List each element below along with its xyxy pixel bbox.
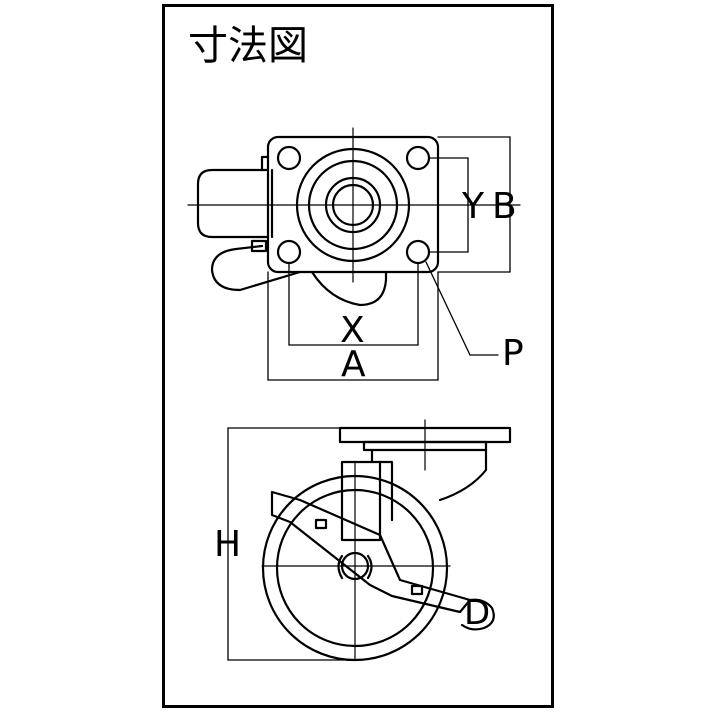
label-h: H — [214, 524, 241, 565]
pedal — [460, 598, 495, 631]
label-b: B — [492, 186, 517, 227]
brake-arm — [270, 490, 472, 614]
label-d: D — [464, 593, 490, 633]
drawing-frame — [162, 4, 554, 708]
label-x: X — [340, 310, 365, 351]
side-housing — [196, 168, 270, 239]
brake-pedal — [310, 270, 388, 307]
lever-loop — [210, 244, 302, 292]
top-view — [187, 127, 521, 381]
bolt-hole-tl — [276, 145, 302, 171]
label-y: Y — [461, 186, 485, 227]
label-p: P — [502, 333, 524, 374]
fork — [340, 460, 382, 542]
swivel-body — [370, 448, 488, 502]
bolt-hole-br — [405, 239, 431, 265]
bolt-hole-tr — [405, 145, 431, 171]
side-view — [227, 419, 512, 662]
label-a: A — [341, 344, 366, 385]
bolt-hole-bl — [276, 239, 302, 265]
page-title: 寸法図 — [188, 23, 308, 69]
